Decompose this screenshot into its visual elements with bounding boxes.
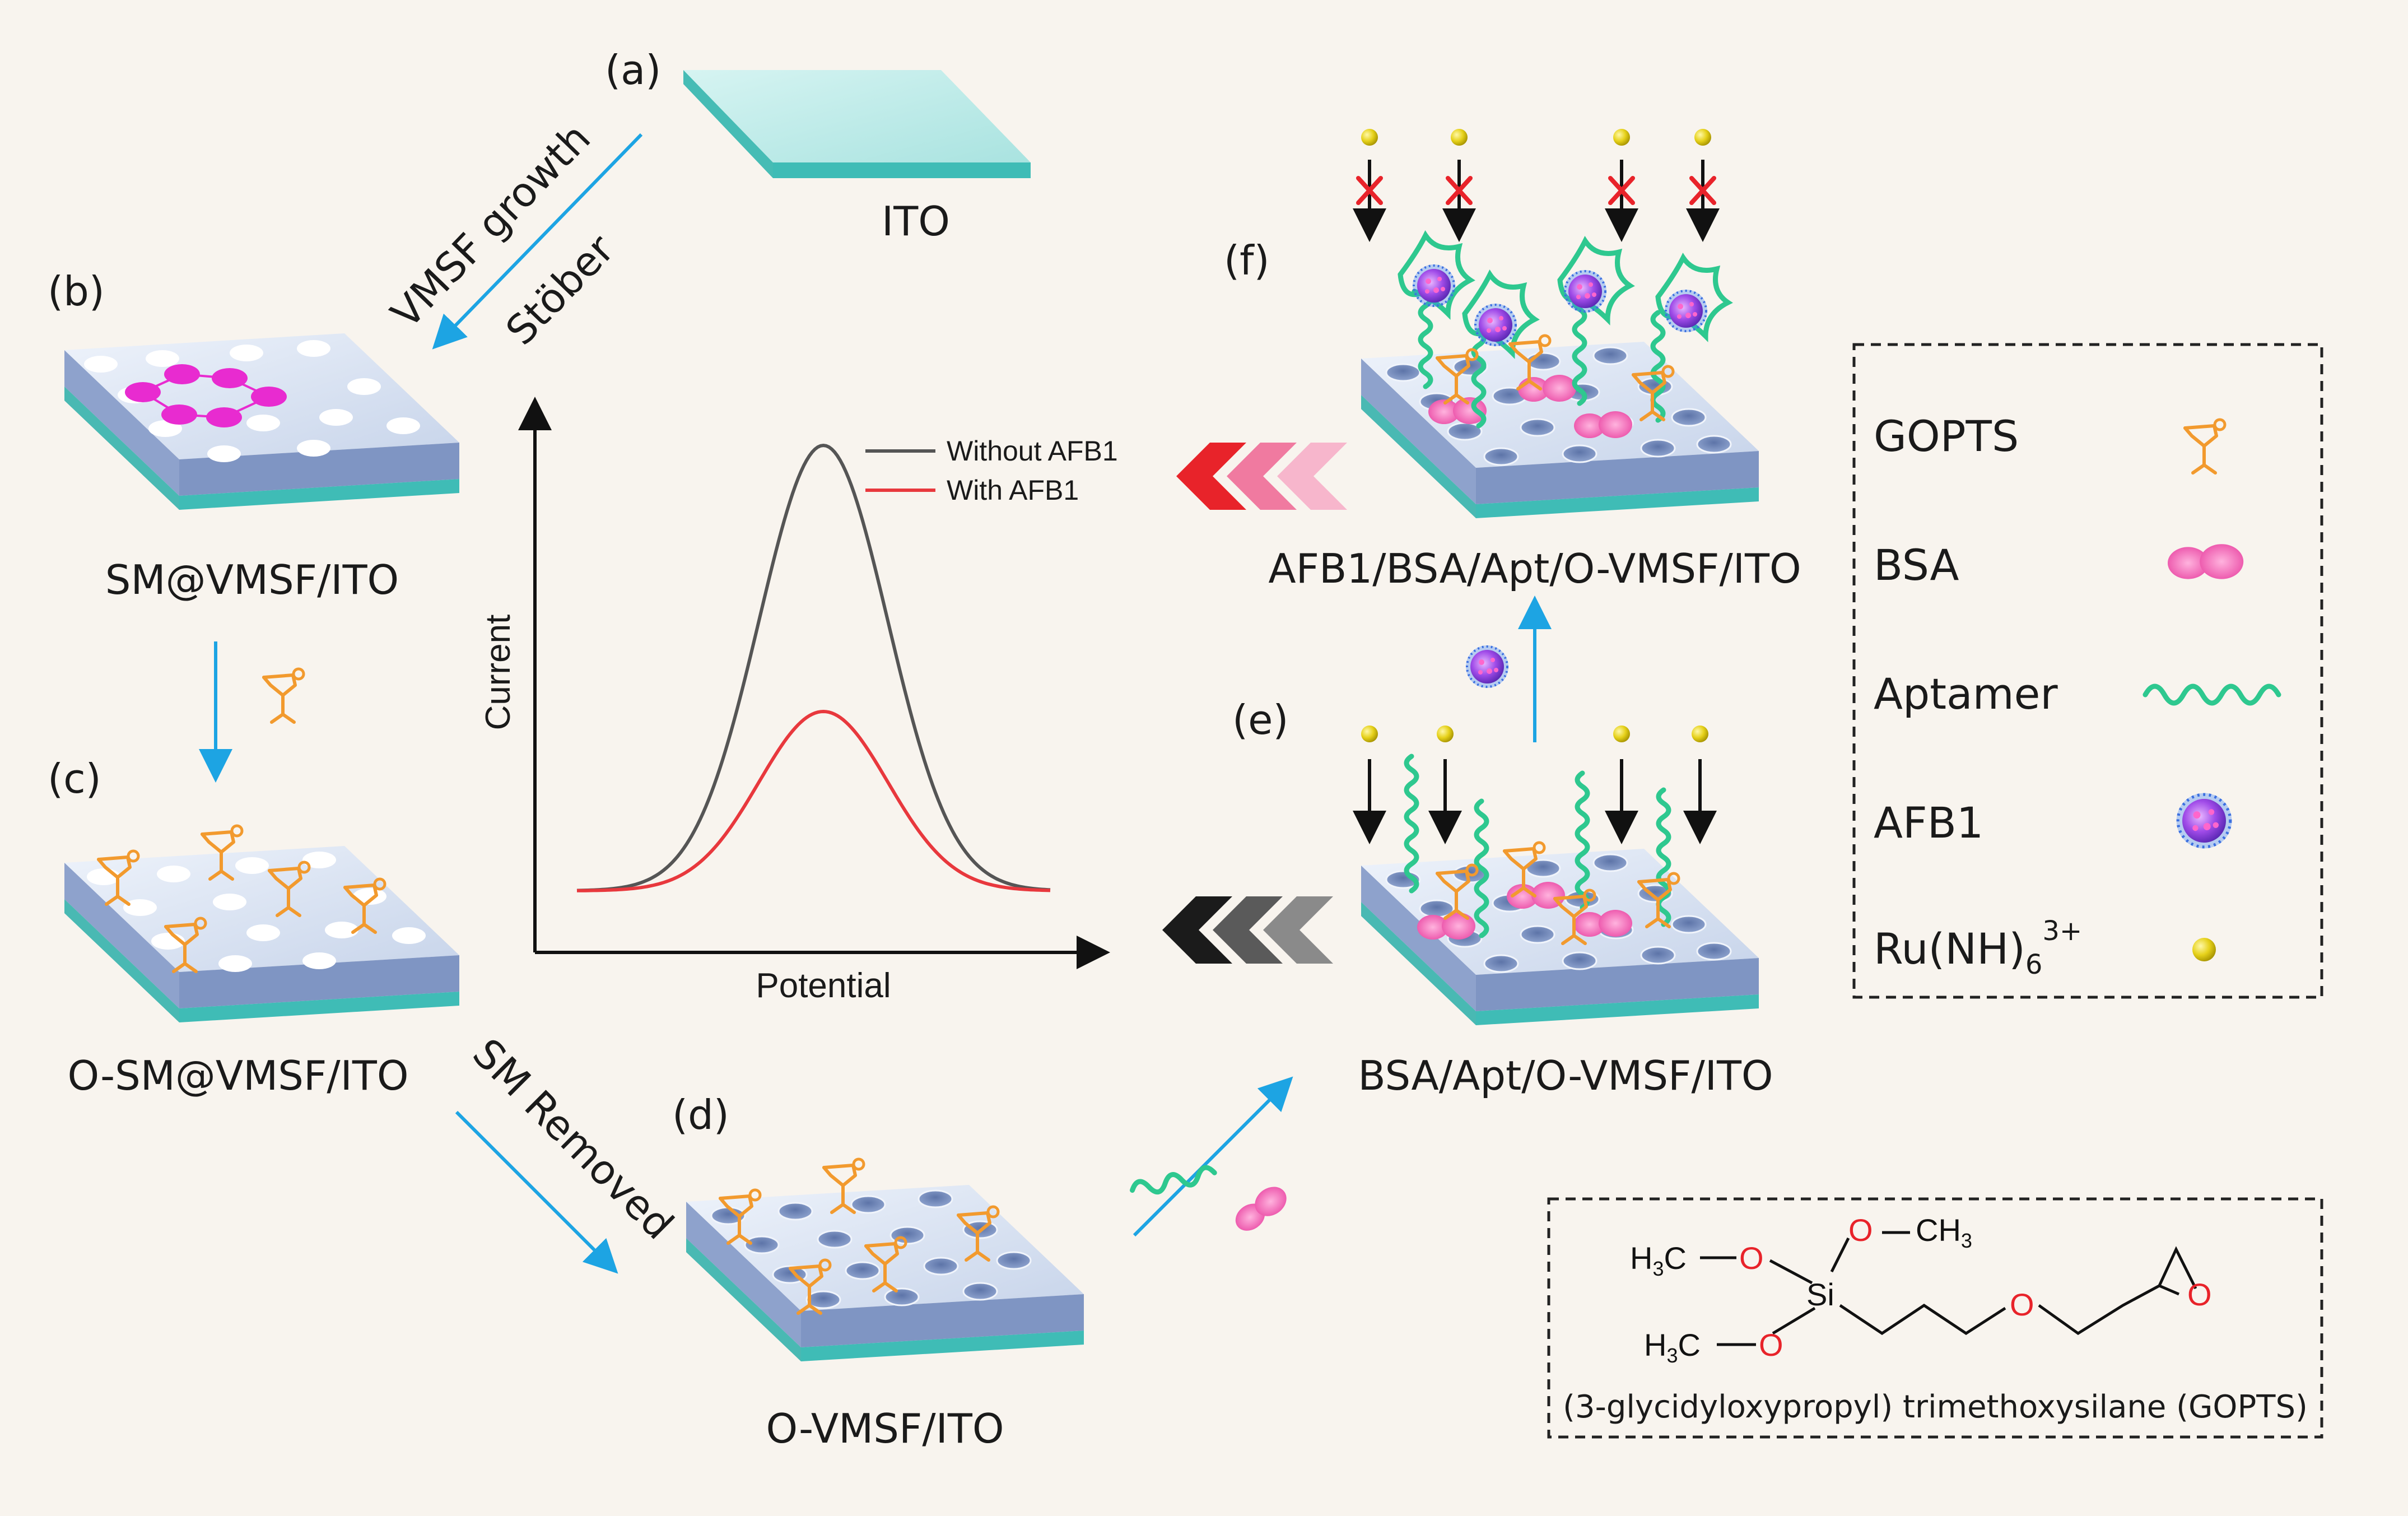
surfactant-micelle [125,364,287,427]
afb1-icon [2177,793,2232,849]
legend-label-gopts: GOPTS [1874,411,2019,461]
aptamer-icon [2142,683,2281,706]
svg-text:O: O [2187,1277,2212,1312]
svg-text:O: O [2010,1287,2034,1322]
legend-label-bsa: BSA [1874,540,1959,590]
step-label-sm-removed: SM Removed [464,1030,683,1249]
x-axis-label: Potential [756,966,891,1005]
o-sm-vmsf-slab [64,826,459,1022]
svg-text:H3C: H3C [1644,1327,1701,1367]
bsa-icon [2168,544,2244,579]
gopts-structure-box: H3C H3C Si CH3 O O O O O (3-glycidyloxyp… [1547,1197,2323,1439]
aptamer-reagent-icon [1130,1165,1217,1194]
svg-text:O: O [1759,1327,1783,1362]
stage-label-afb1-bsa-apt: AFB1/BSA/Apt/O-VMSF/ITO [1268,545,1801,592]
sm-vmsf-slab [64,333,459,510]
gopts-icon [2185,420,2225,473]
panel-label-b: (b) [48,268,105,315]
panel-label-f: (f) [1224,237,1270,284]
gopts-reagent-icon [264,669,304,722]
panel-label-d: (d) [672,1091,729,1138]
stage-label-sm-vmsf: SM@VMSF/ITO [105,556,399,603]
afb1-reagent-icon [1465,644,1510,689]
ru-probe-arrows-e [1353,726,1717,844]
panel-label-c: (c) [48,755,101,802]
component-legend-box: GOPTS BSA Aptamer AFB1 Ru(NH)63+ [1852,343,2323,999]
legend-without-label: Without AFB1 [947,435,1118,467]
legend-label-afb1: AFB1 [1874,798,1983,848]
legend-label-aptamer: Aptamer [1874,669,2058,719]
curve-without-afb1 [576,443,1051,892]
process-arrows [199,133,1552,1274]
step-label-stober: Stöber [497,225,623,354]
stage-label-ito: ITO [882,198,950,245]
afb1-bsa-apt-o-vmsf-slab [1361,230,1759,518]
y-axis-label: Current [479,615,518,731]
stage-label-o-sm-vmsf: O-SM@VMSF/ITO [67,1052,408,1099]
curve-with-afb1 [576,709,1051,892]
gray-chevron-arrow [1162,896,1333,964]
svg-text:H3C: H3C [1630,1240,1687,1280]
legend-label-ru: Ru(NH)63+ [1874,915,2082,980]
structure-caption: (3-glycidyloxypropyl) trimethoxysilane (… [1563,1389,2308,1425]
svg-text:O: O [1848,1212,1873,1248]
ru-probe-blocked-f [1353,129,1720,242]
stage-label-bsa-apt: BSA/Apt/O-VMSF/ITO [1358,1052,1773,1099]
ru-complex-icon [2192,938,2216,961]
stage-label-o-vmsf: O-VMSF/ITO [766,1405,1004,1452]
o-vmsf-slab [686,1159,1084,1361]
voltammogram-plot: Without AFB1 With AFB1 Current Potential [479,397,1118,1005]
legend-with-label: With AFB1 [947,475,1079,506]
bsa-apt-o-vmsf-slab [1361,756,1759,1025]
svg-text:Si: Si [1806,1277,1834,1312]
red-chevron-arrow [1176,443,1347,510]
ito-slab [683,70,1031,178]
bsa-reagent-icon [1229,1180,1292,1236]
panel-label-a: (a) [605,46,661,94]
svg-text:CH3: CH3 [1916,1212,1972,1252]
svg-text:O: O [1739,1240,1764,1276]
panel-label-e: (e) [1232,696,1288,743]
